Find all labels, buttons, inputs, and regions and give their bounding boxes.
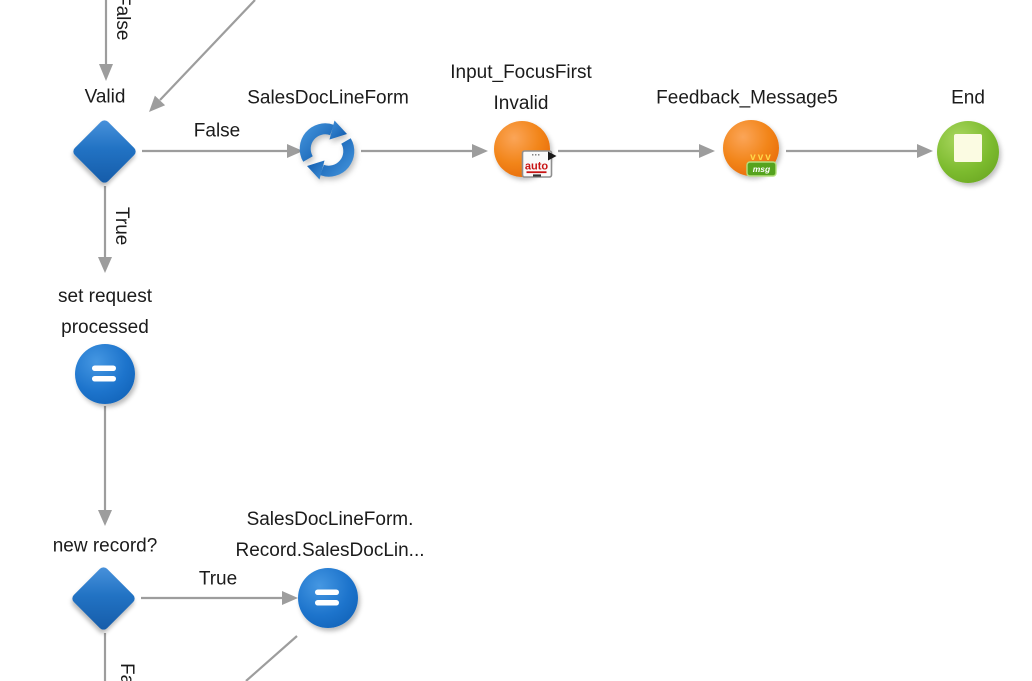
svg-text:msg: msg <box>753 164 771 174</box>
refresh-data-icon[interactable] <box>295 118 359 182</box>
connector-feedback-to-end[interactable] <box>786 144 933 158</box>
svg-text:···: ··· <box>532 150 541 160</box>
connector-incoming-false[interactable] <box>99 0 113 81</box>
message-badge-icon: vvv msg <box>746 152 777 177</box>
edge-label-valid-true: True <box>111 207 132 246</box>
connector-assign-to-newrecord[interactable] <box>98 406 112 526</box>
assign-node-record[interactable] <box>298 568 358 628</box>
connector-valid-true[interactable] <box>98 186 112 273</box>
node-label-new-record: new record? <box>52 535 158 557</box>
connector-valid-false[interactable] <box>142 144 303 158</box>
node-label-end: End <box>951 87 985 109</box>
edge-label-incoming-false: False <box>112 0 133 41</box>
node-label-set-request-processed: set request processed <box>58 286 152 338</box>
node-label-assign-record: SalesDocLineForm. Record.SalesDocLin... <box>235 509 425 561</box>
node-label-salesdoclineform: SalesDocLineForm <box>247 87 409 109</box>
connector-incoming-diagonal[interactable] <box>149 0 256 112</box>
node-label-valid: Valid <box>84 86 126 108</box>
connector-newrecord-true[interactable] <box>141 591 298 605</box>
end-square-icon <box>954 134 982 162</box>
edge-label-new-record-false: False <box>116 663 137 681</box>
assign-node-set-request[interactable] <box>75 344 135 404</box>
connector-input-to-feedback[interactable] <box>558 144 715 158</box>
svg-text:vvv: vvv <box>750 152 773 163</box>
connector-refresh-to-input[interactable] <box>361 144 488 158</box>
end-node[interactable] <box>937 121 999 183</box>
equals-icon <box>315 589 339 606</box>
equals-icon <box>92 365 116 382</box>
connector-assign2-out[interactable] <box>245 635 298 681</box>
node-label-input-focus-first-invalid: Input_FocusFirst Invalid <box>450 62 592 114</box>
node-label-feedback-message5: Feedback_Message5 <box>656 87 838 109</box>
auto-badge-icon: ··· auto <box>521 150 557 178</box>
edge-label-valid-false: False <box>193 120 241 142</box>
svg-text:auto: auto <box>525 161 549 173</box>
edge-label-new-record-true: True <box>198 568 238 590</box>
